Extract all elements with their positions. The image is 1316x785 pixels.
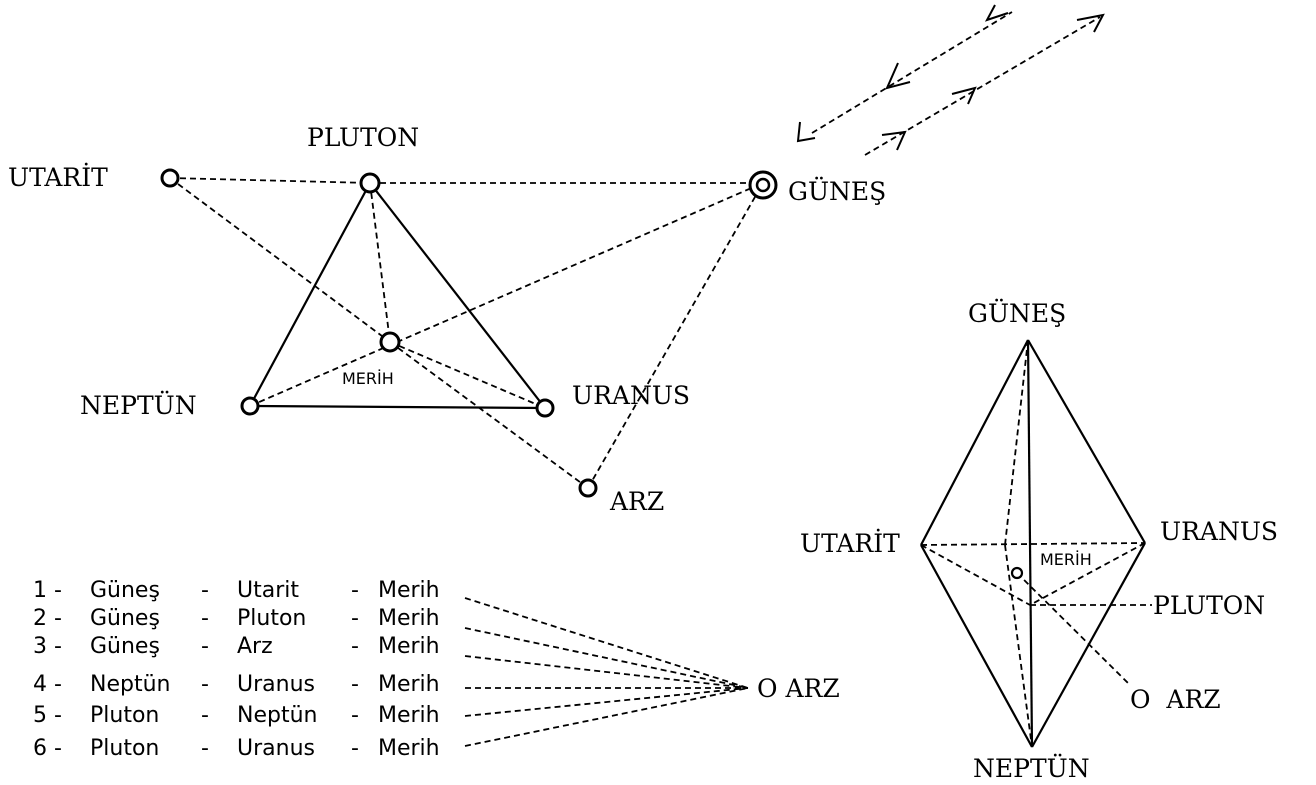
arrowhead-lower-mid xyxy=(951,86,977,105)
node-neptun xyxy=(240,396,260,416)
edge-gunes-utarit xyxy=(920,339,1029,546)
node-arz xyxy=(578,478,598,498)
list-row-2-sep2: - xyxy=(351,606,359,631)
combination-list: 1 - Güneş - Utarit - Merih 2 - Güneş - P… xyxy=(33,578,840,761)
list-row-2-c: Merih xyxy=(378,606,440,631)
list-row-1-sep2: - xyxy=(351,578,359,603)
label-merih: MERİH xyxy=(342,369,394,388)
line-uranus-pluton xyxy=(1029,542,1146,606)
label-pluton: PLUTON xyxy=(307,123,419,152)
diagram-1: UTARİT PLUTON GÜNEŞ MERİH NEPTÜN URANUS … xyxy=(8,123,886,516)
label-utarit: UTARİT xyxy=(8,163,108,192)
arrow-line-upper xyxy=(811,11,1013,134)
label2-uranus: URANUS xyxy=(1160,517,1278,546)
list-row-2-sep1: - xyxy=(201,606,209,631)
edge-gunes-uranus xyxy=(1027,339,1146,544)
list-row-1-c: Merih xyxy=(378,578,440,603)
list-row-1-b: Utarit xyxy=(237,578,299,603)
list-row-2-a: Güneş xyxy=(90,606,160,631)
list-row-3-sep2: - xyxy=(351,634,359,659)
list-line-3 xyxy=(464,655,749,689)
list-row-3-a: Güneş xyxy=(90,634,160,659)
list-line-5 xyxy=(464,687,749,717)
list-row-3-num: 3 - xyxy=(33,634,62,659)
line-gunes-back xyxy=(1004,339,1029,546)
edge-pluton-uranus xyxy=(369,182,546,409)
arrowhead-upper-left xyxy=(796,121,816,143)
arrowhead-lower-left xyxy=(881,130,907,151)
arrowhead-upper-top xyxy=(984,4,1009,22)
line-merih-arz xyxy=(389,341,589,489)
node-uranus xyxy=(535,398,555,418)
list-row-6-c: Merih xyxy=(378,736,440,761)
list-line-1 xyxy=(464,597,749,689)
list-row-6-b: Uranus xyxy=(237,736,315,761)
edge-gunes-neptun xyxy=(1026,339,1034,748)
line-pluton-merih xyxy=(369,182,391,343)
label2-merih: MERİH xyxy=(1040,550,1092,569)
label2-pluton: PLUTON xyxy=(1153,591,1265,620)
list-row-4-c: Merih xyxy=(378,672,440,697)
line-utarit-pluton xyxy=(920,544,1031,606)
node-gunes xyxy=(748,170,778,200)
diagram-2: GÜNEŞ UTARİT URANUS MERİH PLUTON O ARZ N… xyxy=(800,299,1278,783)
list-row-5-sep1: - xyxy=(201,703,209,728)
list-row-6-sep1: - xyxy=(201,736,209,761)
line-utarit-uranus xyxy=(920,542,1146,546)
list-row-6-sep2: - xyxy=(351,736,359,761)
list-line-6 xyxy=(464,687,749,747)
edge-utarit-neptun xyxy=(920,544,1033,748)
list-row-5-b: Neptün xyxy=(237,703,317,728)
node-pluton xyxy=(359,172,381,194)
line-arz-gunes xyxy=(587,182,764,489)
list-row-4-sep1: - xyxy=(201,672,209,697)
node-merih xyxy=(379,331,401,353)
line-neptun-gunes xyxy=(249,182,764,407)
edge-pluton-neptun xyxy=(249,182,371,407)
label-neptun: NEPTÜN xyxy=(80,391,197,420)
list-line-2 xyxy=(464,627,749,689)
list-row-4-a: Neptün xyxy=(90,672,170,697)
line-merih-arz xyxy=(1016,572,1131,686)
line-merih-uranus xyxy=(389,341,546,409)
arrowhead-lower-right xyxy=(1076,13,1105,33)
line-back-neptun xyxy=(1004,544,1033,748)
label2-neptun: NEPTÜN xyxy=(973,754,1090,783)
list-row-6-a: Pluton xyxy=(90,736,159,761)
arrowhead-upper-mid xyxy=(885,62,911,90)
list-row-2-b: Pluton xyxy=(237,606,306,631)
list-row-1-sep1: - xyxy=(201,578,209,603)
label-gunes: GÜNEŞ xyxy=(788,177,886,206)
line-utarit-merih xyxy=(169,177,391,343)
label2-utarit: UTARİT xyxy=(800,529,900,558)
node-utarit xyxy=(160,168,180,188)
list-row-3-b: Arz xyxy=(237,634,273,659)
node-merih-2 xyxy=(1010,566,1024,580)
label-arz: ARZ xyxy=(609,487,664,516)
list-target-arz: O ARZ xyxy=(757,674,840,703)
line-utarit-pluton xyxy=(169,177,371,184)
list-row-6-num: 6 - xyxy=(33,736,62,761)
list-row-5-sep2: - xyxy=(351,703,359,728)
list-row-3-c: Merih xyxy=(378,634,440,659)
arrow-line-lower xyxy=(864,16,1101,156)
list-row-4-num: 4 - xyxy=(33,672,62,697)
edge-neptun-uranus xyxy=(249,404,546,410)
list-row-2-num: 2 - xyxy=(33,606,62,631)
direction-arrows xyxy=(796,4,1105,156)
list-row-4-sep2: - xyxy=(351,672,359,697)
list-row-5-a: Pluton xyxy=(90,703,159,728)
list-row-5-c: Merih xyxy=(378,703,440,728)
list-row-3-sep1: - xyxy=(201,634,209,659)
label-uranus: URANUS xyxy=(572,381,690,410)
list-row-1-a: Güneş xyxy=(90,578,160,603)
list-row-4-b: Uranus xyxy=(237,672,315,697)
list-row-5-num: 5 - xyxy=(33,703,62,728)
label2-gunes: GÜNEŞ xyxy=(968,299,1066,328)
list-row-1-num: 1 - xyxy=(33,578,62,603)
label2-arz: O ARZ xyxy=(1130,685,1221,714)
